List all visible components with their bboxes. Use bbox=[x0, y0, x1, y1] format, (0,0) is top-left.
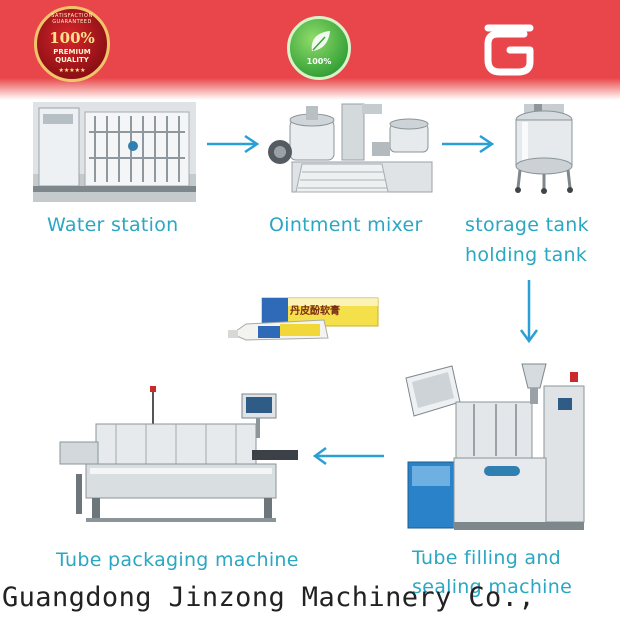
arrow-left-icon bbox=[312, 446, 384, 466]
seal-line-quality: QUALITY bbox=[55, 56, 89, 64]
product-box-text: 丹皮酚软膏 bbox=[290, 306, 340, 317]
premium-quality-seal: SATISFACTION GUARANTEED 100% PREMIUM QUA… bbox=[34, 6, 110, 82]
water-station-image bbox=[33, 102, 196, 202]
company-logo-icon bbox=[484, 24, 534, 76]
ointment-mixer-image bbox=[268, 103, 433, 193]
seal-percent: 100% bbox=[49, 29, 95, 47]
label-holding-tank: holding tank bbox=[465, 244, 588, 266]
company-name-footer: Guangdong Jinzong Machinery Co., bbox=[2, 582, 535, 613]
seal-ring-text: SATISFACTION GUARANTEED bbox=[51, 13, 93, 25]
label-tube-filling: Tube filling and bbox=[412, 547, 562, 569]
label-ointment-mixer: Ointment mixer bbox=[269, 214, 423, 236]
seal-stars: ★★★★★ bbox=[58, 67, 86, 74]
seal-line-premium: PREMIUM bbox=[53, 48, 91, 56]
arrow-down-icon bbox=[519, 280, 539, 344]
label-sealing-machine: sealing machine bbox=[412, 576, 573, 598]
leaf-icon bbox=[311, 31, 330, 51]
badge-percent: 100% bbox=[306, 57, 332, 66]
banner-fade bbox=[0, 78, 620, 100]
tube-filling-sealing-machine-image bbox=[405, 363, 585, 530]
storage-tank-image bbox=[515, 104, 573, 194]
ointment-product-image bbox=[228, 297, 379, 341]
label-storage-tank: storage tank bbox=[465, 214, 589, 236]
arrow-right-icon bbox=[442, 134, 495, 154]
label-water-station: Water station bbox=[47, 214, 179, 236]
tube-packaging-machine-image bbox=[59, 386, 298, 522]
label-tube-packaging: Tube packaging machine bbox=[56, 549, 299, 571]
green-100-percent-badge: 100% bbox=[287, 16, 351, 80]
arrow-right-icon bbox=[207, 134, 260, 154]
